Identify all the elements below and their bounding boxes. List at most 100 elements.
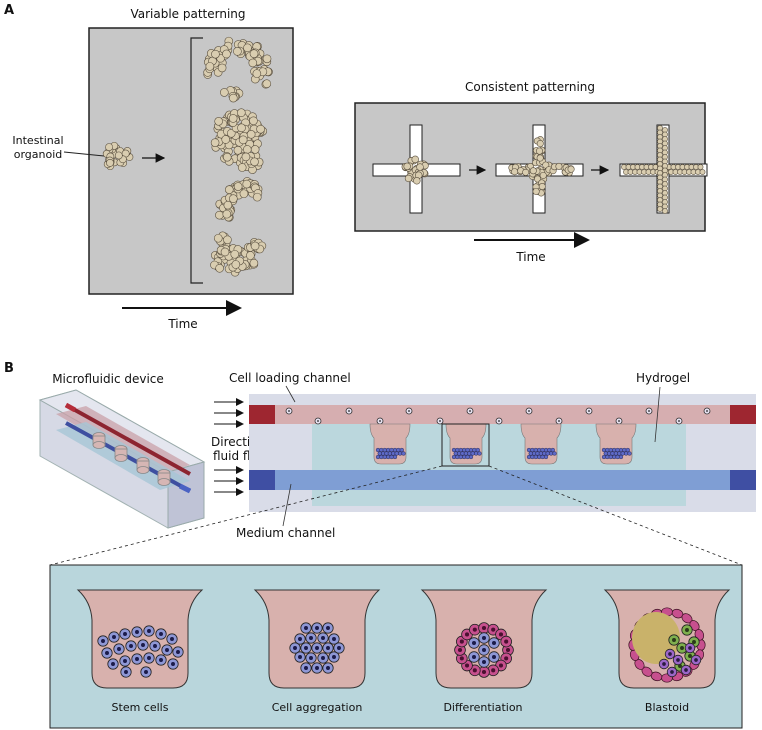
organoid-cell bbox=[220, 88, 229, 97]
organoid-cell bbox=[105, 143, 114, 151]
organoid-cell bbox=[697, 164, 704, 170]
device-well bbox=[369, 423, 411, 465]
organoid-cell bbox=[222, 209, 232, 219]
microfluidic-device-illustration bbox=[38, 389, 206, 529]
medium-outlet bbox=[730, 470, 756, 490]
suspended-cells bbox=[285, 407, 711, 425]
organoid-outcome-1 bbox=[203, 36, 273, 103]
svg-text:organoid: organoid bbox=[14, 148, 63, 161]
organoid-cell bbox=[223, 200, 233, 210]
organoid-cell bbox=[224, 185, 234, 194]
organoid-cell bbox=[215, 263, 224, 273]
organoid-cell bbox=[229, 194, 238, 204]
organoid-pointer-line bbox=[63, 151, 105, 157]
consistent-patterning-title: Consistent patterning bbox=[465, 80, 595, 94]
organoid-cell bbox=[222, 49, 231, 59]
svg-text:Hydrogel: Hydrogel bbox=[636, 371, 690, 385]
organoid-cell bbox=[662, 208, 668, 214]
intestinal-organoid-label: Intestinal organoid bbox=[12, 134, 63, 161]
panel-b-letter: B bbox=[4, 361, 14, 376]
organoid-cell bbox=[233, 47, 242, 56]
organoid-cell bbox=[252, 192, 262, 202]
organoid-cell bbox=[221, 135, 231, 144]
organoid-outcome-3 bbox=[215, 177, 263, 222]
medium-inlet bbox=[249, 470, 275, 490]
organoid-cell bbox=[416, 163, 424, 171]
organoid-cell bbox=[241, 152, 251, 162]
organoid-cell bbox=[249, 258, 259, 268]
organoid-cell bbox=[243, 43, 252, 53]
well-stem-cells bbox=[76, 589, 204, 689]
well-blastoid bbox=[603, 589, 731, 689]
device-well bbox=[520, 423, 562, 465]
organoid-cell bbox=[229, 93, 238, 103]
organoid-outcome-2 bbox=[210, 108, 268, 174]
zoom-box bbox=[441, 423, 490, 467]
organoid-cell bbox=[536, 154, 544, 162]
organoid-cell bbox=[413, 177, 421, 185]
organoid-cell bbox=[250, 241, 260, 251]
organoid-cell bbox=[236, 108, 246, 118]
organoid-cell bbox=[249, 116, 258, 126]
organoid-cluster-start bbox=[102, 141, 134, 171]
stage-label-stem-cells: Stem cells bbox=[112, 701, 169, 714]
time-label-right: Time bbox=[515, 250, 545, 264]
organoid-cell bbox=[246, 130, 256, 139]
svg-text:Medium channel: Medium channel bbox=[236, 526, 335, 540]
time-label-left: Time bbox=[167, 317, 197, 331]
organoid-cell bbox=[114, 151, 123, 160]
organoid-cell bbox=[522, 168, 530, 176]
organoid-cell bbox=[250, 145, 260, 154]
well-cell-aggregation bbox=[253, 589, 381, 689]
organoid-cell bbox=[230, 249, 240, 259]
device-wells bbox=[369, 423, 637, 465]
organoid-cell bbox=[239, 189, 249, 199]
stage-label-blastoid: Blastoid bbox=[645, 701, 689, 714]
organoid-cell bbox=[256, 124, 265, 134]
variable-patterning-title: Variable patterning bbox=[130, 7, 245, 21]
stage-label-cell-aggregation: Cell aggregation bbox=[272, 701, 363, 714]
organoid-cell bbox=[213, 233, 223, 243]
stage-label-differentiation: Differentiation bbox=[443, 701, 522, 714]
panel-a-letter: A bbox=[4, 3, 14, 18]
svg-text:Cell loading channel: Cell loading channel bbox=[229, 371, 351, 385]
organoid-cell bbox=[252, 69, 262, 78]
organoid-cell bbox=[222, 152, 232, 162]
organoid-cell bbox=[404, 174, 413, 183]
organoid-cell bbox=[403, 162, 411, 171]
organoid-cell bbox=[539, 171, 547, 179]
organoid-in-cross-2 bbox=[508, 136, 575, 197]
organoid-cell bbox=[536, 140, 544, 148]
organoid-cell bbox=[210, 138, 220, 147]
medium-channel-label: Medium channel bbox=[236, 483, 335, 540]
organoid-cell bbox=[511, 168, 519, 176]
organoid-cell bbox=[231, 260, 241, 269]
organoid-cell bbox=[215, 210, 224, 220]
organoid-cell bbox=[226, 128, 236, 138]
organoid-cell bbox=[217, 63, 227, 73]
hydrogel-label: Hydrogel bbox=[636, 371, 690, 443]
organoid-in-cross-1 bbox=[401, 155, 429, 185]
organoid-cell bbox=[567, 165, 575, 173]
well-differentiation bbox=[420, 589, 548, 689]
device-well bbox=[595, 423, 637, 465]
organoid-cell bbox=[233, 145, 243, 155]
organoid-cell bbox=[238, 135, 248, 145]
organoid-cell bbox=[262, 79, 272, 89]
organoid-cell bbox=[223, 235, 232, 245]
outcomes-bracket bbox=[190, 37, 203, 284]
organoid-in-cross-3 bbox=[621, 125, 706, 214]
organoid-cell bbox=[242, 179, 252, 189]
organoid-cell bbox=[411, 155, 419, 164]
organoid-cell bbox=[248, 58, 258, 68]
device-title: Microfluidic device bbox=[52, 372, 164, 386]
organoid-cell bbox=[220, 247, 230, 257]
organoid-cell bbox=[237, 163, 247, 172]
organoid-cell bbox=[233, 182, 243, 191]
svg-text:Intestinal: Intestinal bbox=[12, 134, 63, 147]
organoid-cell bbox=[699, 169, 706, 175]
organoid-outcome-4 bbox=[210, 231, 267, 277]
inflow-arrows-top bbox=[214, 398, 244, 428]
developmental-stage-wells bbox=[76, 589, 731, 689]
